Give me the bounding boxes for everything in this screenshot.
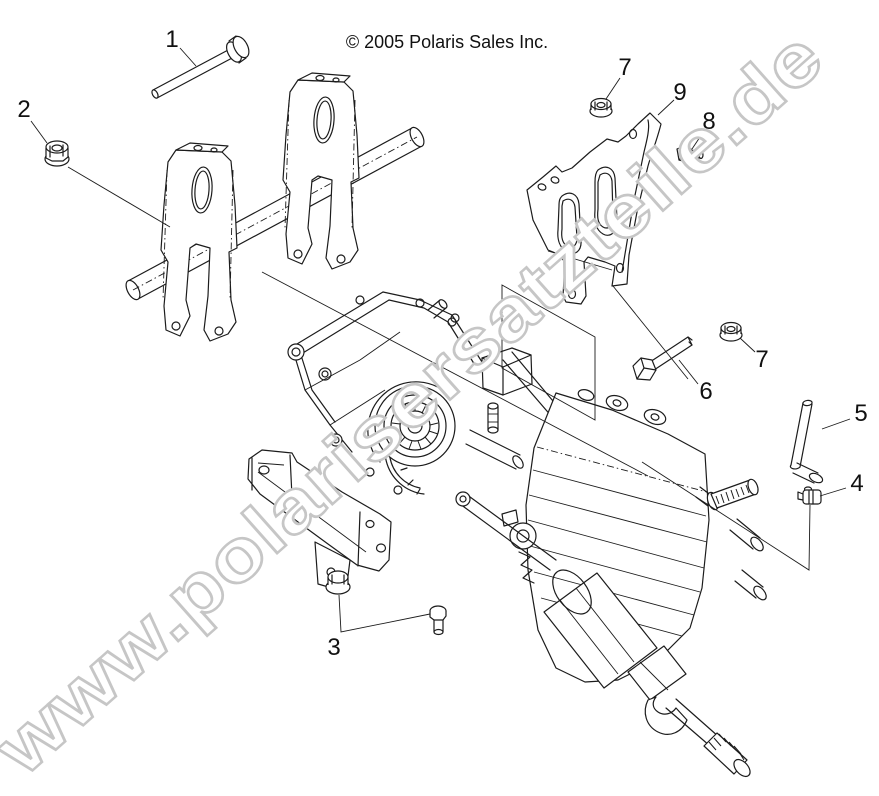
case-bosses (729, 462, 824, 601)
part-2-flange-nut (44, 140, 70, 167)
part-4-clamp (797, 486, 822, 505)
part-6-bolt (632, 336, 693, 381)
fork-bracket-front (160, 142, 238, 342)
part-7-nut-right (719, 321, 743, 342)
clutch-area (465, 429, 524, 470)
part-1-carriage-bolt (151, 35, 250, 99)
part-8-bolt (676, 145, 704, 163)
shift-mechanism (501, 509, 537, 584)
callout-7-right: 7 (755, 346, 768, 373)
gearcase-boss (367, 381, 456, 467)
copyright-text: © 2005 Polaris Sales Inc. (346, 32, 548, 52)
front-output (543, 569, 751, 778)
part-5-vent-tube (789, 399, 813, 470)
callout-3: 3 (327, 634, 340, 661)
callout-2: 2 (17, 96, 30, 123)
callout-7-top: 7 (618, 54, 631, 81)
callout-9: 9 (673, 79, 686, 106)
part-3-bolts (325, 570, 447, 636)
gearcase-frame (287, 291, 460, 495)
callout-labels: 1 2 3 4 5 6 7 8 9 7 (17, 26, 867, 661)
assembly-indicator-lines (261, 271, 689, 477)
spline-hatch (391, 402, 439, 450)
transmission-assembly-drawing (247, 291, 824, 778)
callout-1: 1 (165, 26, 178, 53)
part-7-nut-top (589, 97, 613, 118)
callout-8: 8 (702, 108, 715, 135)
bracket-assembly-drawing (125, 72, 425, 342)
callout-5: 5 (854, 400, 867, 427)
callout-4: 4 (850, 470, 863, 497)
lower-link (455, 491, 557, 571)
callout-leader-lines (30, 47, 851, 633)
part-9-bracket (526, 112, 662, 305)
callout-6: 6 (699, 378, 712, 405)
fork-bracket-rear (282, 72, 360, 270)
